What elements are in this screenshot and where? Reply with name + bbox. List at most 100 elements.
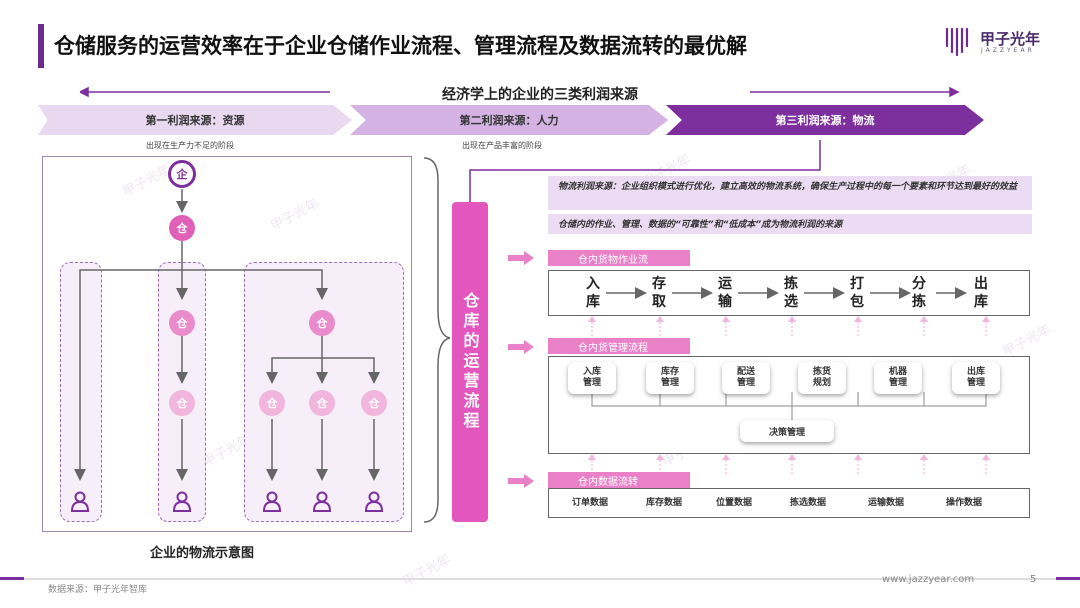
ops-step-char: 库 — [974, 294, 988, 310]
warehouse-node-label: 仓 — [176, 397, 188, 410]
ops-step-char: 出 — [974, 276, 988, 292]
warehouse-node: 仓 — [259, 390, 285, 416]
data-item-order: 订单数据 — [572, 498, 609, 508]
profit-source-1-label: 第一利润来源：资源 — [145, 114, 245, 127]
data-item-location: 位置数据 — [716, 498, 753, 508]
warehouse-node-label: 仓 — [176, 317, 188, 330]
logo-text: 甲子光年 — [980, 30, 1041, 48]
warehouse-node-label: 仓 — [316, 397, 328, 410]
warehouse-node: 仓 — [309, 310, 335, 336]
ops-step-char: 存 — [652, 276, 666, 292]
page-title: 仓储服务的运营效率在于企业仓储作业流程、管理流程及数据流转的最优解 — [54, 34, 747, 58]
title-accent-bar — [38, 24, 44, 68]
ops-step-char: 输 — [718, 294, 732, 310]
ops-step-picking: 拣选 — [780, 275, 802, 311]
ops-flow-title: 仓内货物作业流 — [548, 250, 690, 266]
ops-step-char: 包 — [850, 294, 864, 310]
decision-management: 决策管理 — [740, 420, 834, 442]
warehouse-node: 仓 — [361, 390, 387, 416]
mgmt-item-line: 管理 — [660, 378, 679, 388]
data-flow-box — [548, 488, 1030, 518]
warehouse-node-label: 仓 — [368, 397, 380, 410]
info-box-warehouse: 仓储内的作业、管理、数据的“可靠性”和“低成本”成为物流利润的来源 — [548, 214, 1032, 234]
mgmt-item-line: 配送 — [736, 367, 755, 377]
footer-divider — [0, 578, 1080, 580]
mgmt-flow-title-text: 仓内货管理流程 — [578, 342, 648, 354]
mgmt-item-line: 机器 — [888, 367, 907, 377]
vertical-label: 仓库的运营流程 — [460, 292, 480, 432]
brace-connector — [423, 140, 821, 523]
mgmt-item-inventory: 库存管理 — [646, 362, 694, 394]
info-box-profit: 物流利润来源：企业组织模式进行优化，建立高效的物流系统，确保生产过程中的每一个要… — [548, 176, 1032, 210]
decision-label: 决策管理 — [768, 427, 805, 438]
ops-step-char: 运 — [718, 276, 732, 292]
profit-source-2-label: 第二利润来源：人力 — [459, 114, 559, 127]
ops-step-transport: 运输 — [714, 275, 736, 311]
info-text-1: 物流利润来源：企业组织模式进行优化，建立高效的物流系统，确保生产过程中的每一个要… — [558, 182, 1018, 192]
mgmt-item-line: 出库 — [966, 367, 985, 377]
ops-flow-arrows — [606, 287, 967, 299]
mgmt-item-line: 管理 — [888, 378, 907, 388]
mgmt-item-picking-plan: 拣货规划 — [798, 362, 846, 394]
warehouse-node: 仓 — [169, 390, 195, 416]
profit-source-1: 第一利润来源：资源 — [38, 105, 352, 135]
arrow-right-icon — [508, 251, 534, 265]
profit-source-2-note: 出现在产品丰富的阶段 — [462, 141, 542, 150]
mgmt-item-line: 管理 — [966, 378, 985, 388]
arrow-right-icon — [508, 474, 534, 488]
mgmt-item-line: 管理 — [736, 378, 755, 388]
economics-title: 经济学上的企业的三类利润来源 — [442, 87, 638, 103]
profit-source-2: 第二利润来源：人力 — [350, 105, 668, 135]
ops-step-packing: 打包 — [846, 275, 868, 311]
footer-accent — [1056, 577, 1080, 580]
customer-icon — [70, 491, 90, 512]
footer-accent — [0, 577, 24, 580]
data-flow-title: 仓内数据流转 — [548, 472, 690, 488]
ops-step-char: 入 — [586, 276, 600, 292]
ops-flow-title-text: 仓内货物作业流 — [578, 254, 648, 266]
logo-subtext: JAZZYEAR — [981, 47, 1035, 54]
mgmt-item-line: 入库 — [582, 367, 601, 377]
customer-icon — [312, 491, 332, 512]
warehouse-node: 仓 — [169, 215, 195, 241]
ops-step-char: 分 — [912, 276, 926, 292]
warehouse-node: 仓 — [309, 390, 335, 416]
mgmt-connectors — [591, 392, 987, 420]
ops-step-char: 库 — [586, 294, 600, 310]
mgmt-item-outbound: 出库管理 — [952, 362, 1000, 394]
ops-step-storage: 存取 — [648, 275, 670, 311]
data-flow-title-text: 仓内数据流转 — [578, 476, 638, 488]
page-number: 5 — [1030, 574, 1037, 585]
mgmt-item-line: 管理 — [582, 378, 601, 388]
diagram-caption: 企业的物流示意图 — [150, 546, 255, 561]
ops-step-char: 打 — [850, 276, 864, 292]
ops-step-char: 拣 — [912, 294, 926, 310]
info-text-2: 仓储内的作业、管理、数据的“可靠性”和“低成本”成为物流利润的来源 — [558, 220, 843, 230]
data-item-picking: 拣选数据 — [790, 498, 827, 508]
watermark: 甲子光年 — [400, 552, 454, 591]
data-item-transport: 运输数据 — [868, 498, 905, 508]
data-item-inventory: 库存数据 — [646, 498, 683, 508]
logo-icon — [945, 27, 969, 56]
enterprise-node: 企 — [168, 160, 196, 188]
ops-step-char: 取 — [652, 294, 666, 310]
logistics-diagram-panel — [42, 156, 412, 532]
ops-step-outbound: 出库 — [970, 275, 992, 311]
customer-icon — [262, 491, 282, 512]
profit-source-3-label: 第三利润来源：物流 — [775, 114, 875, 127]
mgmt-item-line: 库存 — [660, 367, 679, 377]
customer-icon — [172, 491, 192, 512]
website-link[interactable]: www.jazzyear.com — [882, 574, 975, 585]
warehouse-node-label: 仓 — [316, 317, 328, 330]
mgmt-flow-title: 仓内货管理流程 — [548, 338, 690, 354]
arrow-right-icon — [508, 340, 534, 354]
ops-step-sorting: 分拣 — [908, 275, 930, 311]
direction-arrows — [80, 86, 960, 98]
warehouse-node-label: 仓 — [176, 222, 188, 235]
ops-step-char: 选 — [784, 294, 798, 310]
mgmt-item-line: 规划 — [812, 378, 831, 388]
data-item-operation: 操作数据 — [946, 498, 983, 508]
warehouse-operation-process-bar: 仓库的运营流程 — [452, 202, 488, 522]
warehouse-node-label: 仓 — [266, 397, 278, 410]
customer-icon — [364, 491, 384, 512]
